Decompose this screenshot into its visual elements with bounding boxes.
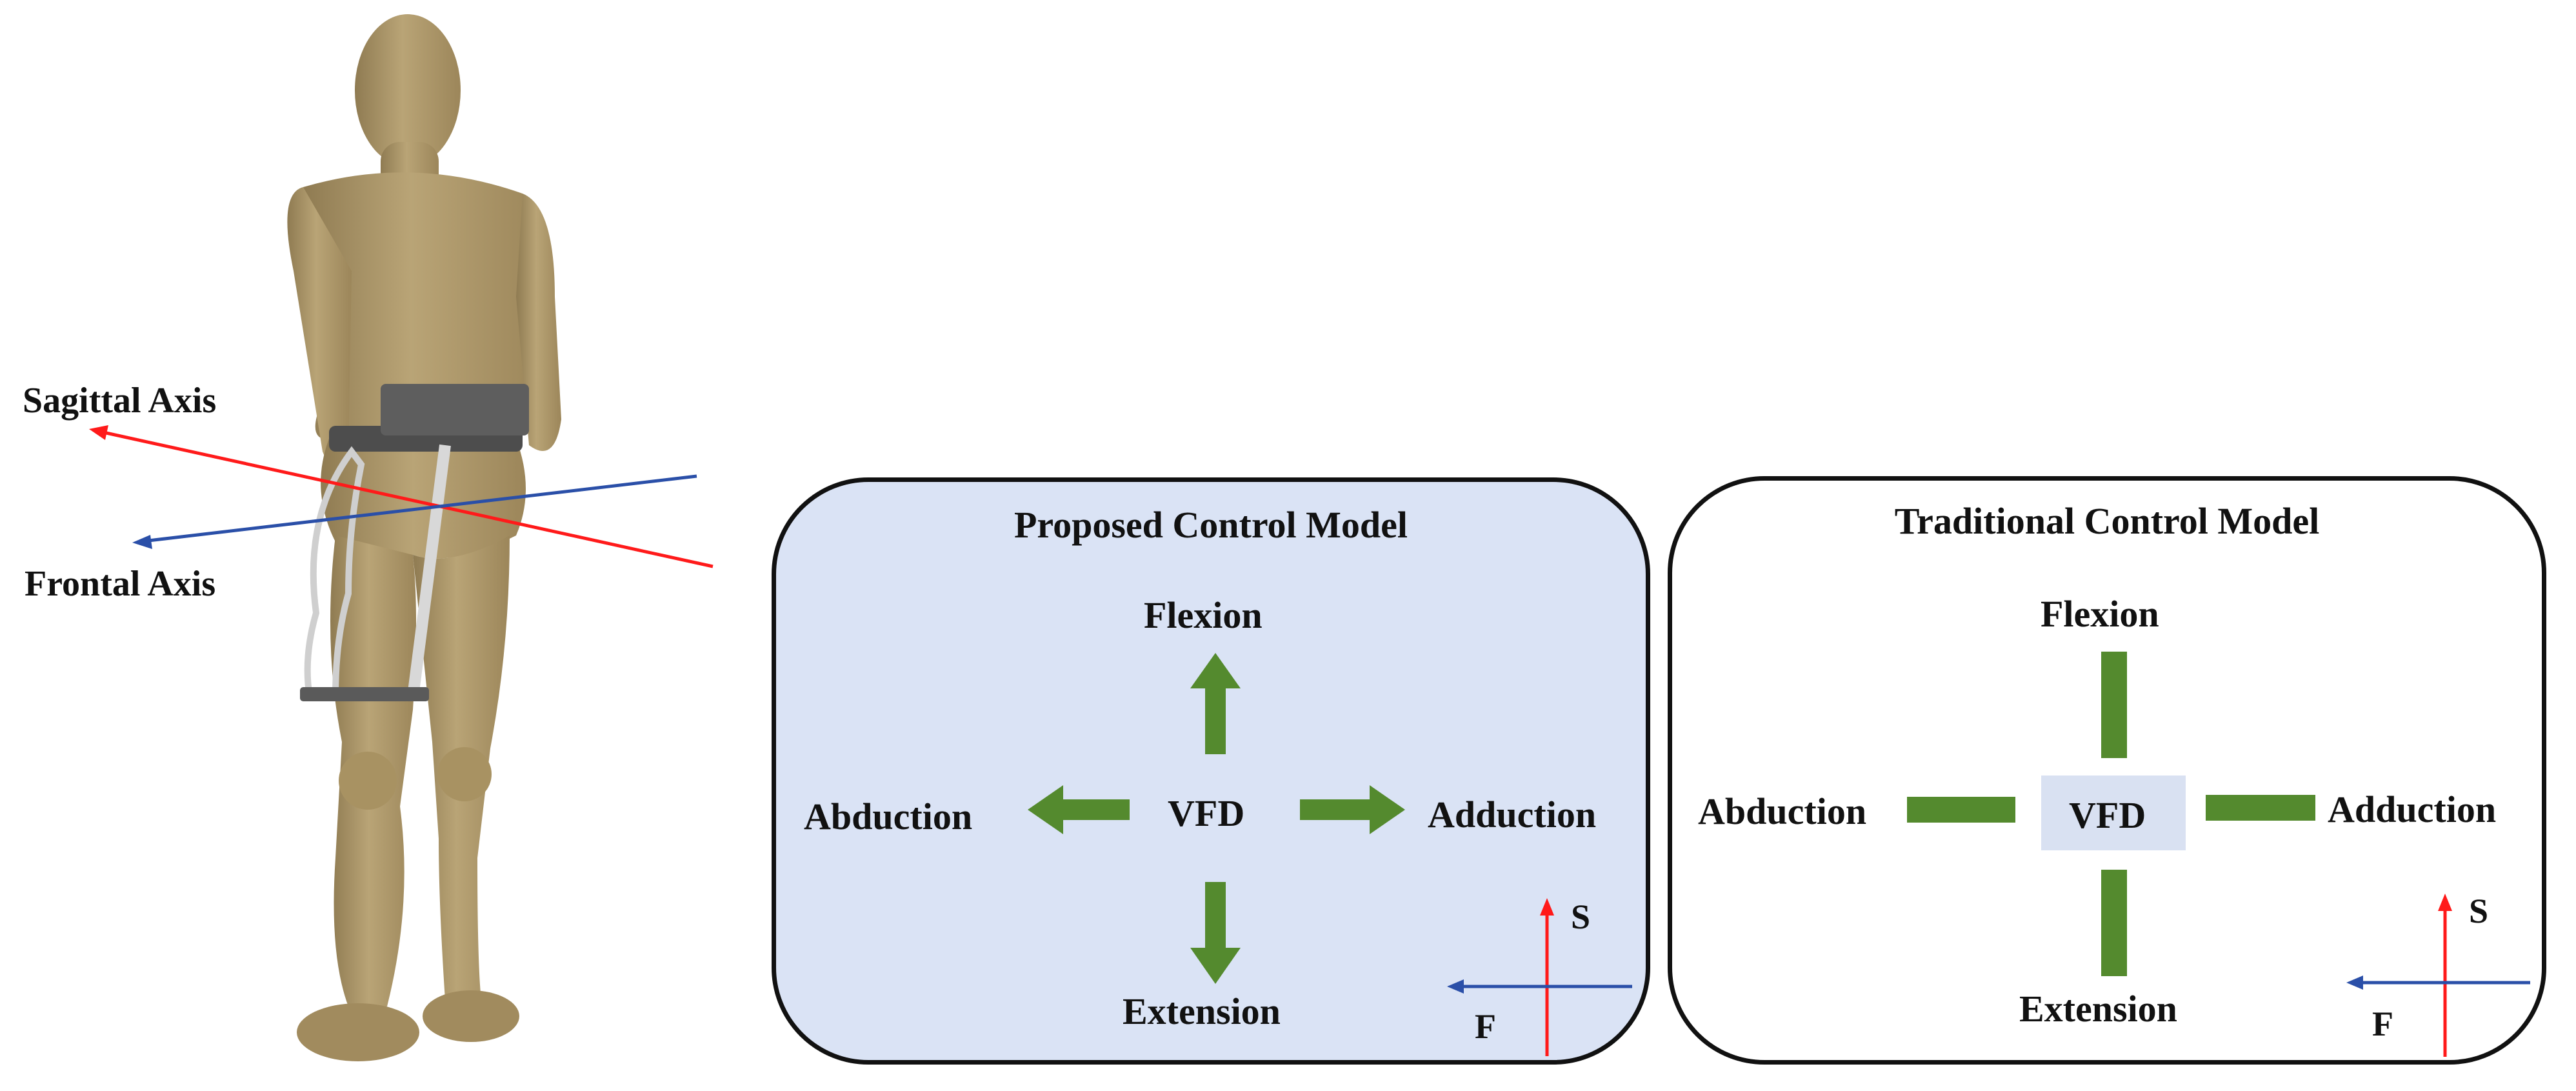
- proposed-arrows: [1028, 653, 1632, 1056]
- mannequin-head: [355, 14, 461, 166]
- sagittal-axis-arrowhead: [89, 425, 108, 440]
- mannequin-right-foot: [423, 990, 519, 1042]
- mannequin-left-knee: [339, 752, 397, 810]
- proposed-adduction-label: Adduction: [1428, 794, 1597, 836]
- traditional-s-label: S: [2469, 892, 2489, 930]
- frontal-axis-line: [148, 474, 697, 543]
- proposed-vfd-label: VFD: [1168, 792, 1245, 834]
- proposed-f-axis-arrowhead: [1447, 979, 1464, 994]
- traditional-panel-title: Traditional Control Model: [1894, 500, 2320, 542]
- traditional-adduction-bar: [2206, 795, 2315, 821]
- traditional-f-label: F: [2372, 1005, 2393, 1043]
- proposed-s-axis-arrowhead: [1540, 898, 1554, 916]
- proposed-control-model-panel: Proposed Control Model Flexion Extension…: [772, 477, 1650, 1065]
- traditional-abduction-label: Abduction: [1698, 790, 1867, 832]
- flexion-arrow: [1190, 653, 1241, 754]
- extension-arrow: [1190, 882, 1241, 984]
- mannequin-right-knee: [437, 747, 492, 801]
- traditional-vfd-box: [2041, 776, 2186, 850]
- proposed-panel-title: Proposed Control Model: [1013, 504, 1408, 546]
- sagittal-axis-label: Sagittal Axis: [23, 381, 217, 421]
- mannequin-torso: [303, 172, 542, 441]
- mannequin-left-arm: [287, 187, 352, 468]
- proposed-abduction-label: Abduction: [804, 796, 973, 837]
- traditional-abduction-bar: [1907, 797, 2015, 823]
- exoskeleton-thigh-cuff: [300, 687, 429, 701]
- traditional-extension-label: Extension: [2019, 988, 2177, 1030]
- traditional-control-model-panel: Traditional Control Model Flexion Extens…: [1668, 476, 2546, 1065]
- traditional-axes: [2346, 894, 2530, 1057]
- proposed-s-label: S: [1571, 897, 1591, 936]
- sagittal-axis-line: [103, 430, 714, 568]
- abduction-arrow: [1028, 785, 1130, 834]
- proposed-f-label: F: [1475, 1007, 1496, 1046]
- frontal-axis-label: Frontal Axis: [25, 564, 216, 604]
- mannequin-figure: Sagittal Axis Frontal Axis: [0, 0, 742, 1091]
- adduction-arrow: [1300, 785, 1405, 834]
- proposed-flexion-label: Flexion: [1144, 594, 1263, 636]
- traditional-flexion-label: Flexion: [2041, 593, 2159, 635]
- mannequin-illustration: [287, 14, 561, 1061]
- body-axes: [89, 425, 714, 568]
- traditional-s-axis-arrowhead: [2438, 894, 2452, 911]
- traditional-f-axis-arrowhead: [2346, 976, 2363, 990]
- exoskeleton-strut: [407, 444, 451, 698]
- exoskeleton-actuator-box: [381, 384, 529, 435]
- frontal-axis-arrowhead: [132, 535, 152, 549]
- mannequin-left-foot: [297, 1003, 419, 1061]
- traditional-vfd-label: VFD: [2069, 794, 2146, 836]
- proposed-extension-label: Extension: [1123, 990, 1281, 1032]
- traditional-extension-bar: [2101, 870, 2127, 976]
- mannequin-pelvis: [321, 439, 526, 559]
- traditional-flexion-bar: [2101, 652, 2127, 758]
- traditional-adduction-label: Adduction: [2328, 788, 2497, 830]
